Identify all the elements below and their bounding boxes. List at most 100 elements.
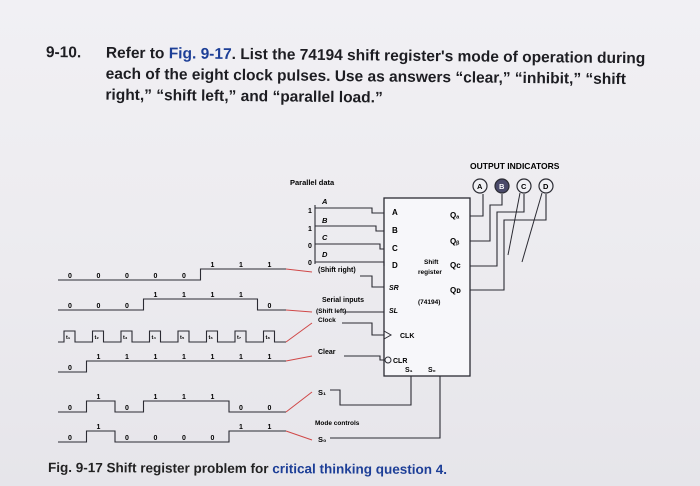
- indicator-c-icon: C: [516, 178, 532, 194]
- pin-b: B: [392, 226, 398, 235]
- clock-arrow: [285, 322, 313, 343]
- sr-bit: 0: [68, 273, 72, 280]
- svg-text:1: 1: [308, 226, 312, 233]
- sl-bit: 0: [268, 303, 272, 310]
- sl-bit: 1: [211, 292, 215, 299]
- clear-bit: 1: [268, 354, 272, 361]
- sr-arrow: [285, 268, 313, 273]
- clock-pulse-label: t₃: [123, 335, 128, 341]
- clear-bit: 0: [68, 365, 72, 372]
- chip-part: (74194): [418, 299, 440, 306]
- out-qa: Qₐ: [450, 211, 459, 220]
- caption-highlight: critical thinking question 4.: [272, 461, 448, 478]
- s1-bit: 1: [211, 394, 215, 401]
- s0-arrow: [285, 430, 313, 441]
- s1-bit: 1: [182, 394, 186, 401]
- s0-trace: [58, 430, 286, 443]
- s0-bit: 0: [125, 435, 129, 442]
- svg-text:B: B: [499, 182, 505, 191]
- mode-controls-label: Mode controls: [315, 420, 360, 427]
- clear-arrow: [285, 355, 313, 362]
- clock-pulse-label: t₆: [209, 335, 214, 341]
- sr-bit: 1: [268, 262, 272, 269]
- clock-pulse-label: t₈: [266, 335, 271, 341]
- s1-bit: 0: [125, 405, 129, 412]
- pin-sl: SL: [389, 308, 398, 315]
- svg-text:D: D: [543, 182, 549, 191]
- sl-bit: 0: [125, 303, 129, 310]
- pin-a: A: [392, 208, 398, 217]
- shift-left-label: (Shift left): [316, 308, 346, 315]
- svg-text:D: D: [322, 250, 328, 259]
- s1-label: S₁: [318, 388, 326, 397]
- out-qd: Qᴅ: [450, 286, 461, 295]
- sl-bit: 1: [239, 292, 243, 299]
- indicator-branch-wires: [507, 192, 543, 263]
- parallel-inputs: A B C D 1 1 0 0: [308, 197, 328, 267]
- s0-bit: 1: [239, 424, 243, 431]
- clear-bit: 1: [239, 354, 243, 361]
- shift-right-label: (Shift right): [318, 267, 356, 274]
- sl-trace: [58, 298, 286, 311]
- clr-bubble: [384, 356, 392, 364]
- clock-pulse-label: t₂: [95, 335, 100, 341]
- pin-s0: S₀: [428, 367, 436, 374]
- output-indicators-label: OUTPUT INDICATORS: [470, 161, 560, 171]
- sr-bit: 0: [182, 273, 186, 280]
- s1-trace: [58, 400, 286, 413]
- clock-label: Clock: [318, 317, 336, 324]
- serial-inputs-label: Serial inputs: [322, 297, 364, 304]
- sr-bit: 0: [154, 273, 158, 280]
- output-wires: [470, 194, 547, 291]
- parallel-wires: [314, 205, 385, 266]
- clear-bit: 1: [97, 354, 101, 361]
- clock-pulse-label: t₅: [180, 335, 185, 341]
- sr-bit: 0: [97, 273, 101, 280]
- parallel-data-label: Parallel data: [290, 178, 335, 187]
- indicator-b-icon: B: [494, 178, 510, 194]
- clk-triangle: [383, 330, 393, 340]
- pin-clr: CLR: [393, 358, 407, 365]
- clear-bit: 1: [182, 354, 186, 361]
- clear-trace: [58, 360, 286, 373]
- s0-bit: 0: [211, 435, 215, 442]
- sl-bit: 0: [97, 303, 101, 310]
- s1-bit: 0: [68, 405, 72, 412]
- clear-bit: 1: [154, 354, 158, 361]
- indicator-d-icon: D: [538, 178, 554, 194]
- s1-bit: 0: [239, 405, 243, 412]
- out-qc: Qᴄ: [450, 261, 461, 270]
- s1-bit: 1: [154, 394, 158, 401]
- s0-bit: 0: [154, 435, 158, 442]
- clock-pulse-label: t₁: [66, 335, 71, 341]
- svg-text:A: A: [321, 197, 327, 206]
- figure-caption: Fig. 9-17 Shift register problem for cri…: [47, 459, 448, 478]
- indicator-a-icon: A: [472, 178, 488, 194]
- sl-bit: 1: [154, 292, 158, 299]
- pin-d: D: [392, 261, 398, 270]
- svg-text:0: 0: [308, 260, 312, 267]
- sl-arrow: [285, 309, 313, 313]
- s0-bit: 0: [182, 435, 186, 442]
- svg-text:0: 0: [308, 243, 312, 250]
- clear-label: Clear: [318, 349, 336, 356]
- svg-text:C: C: [322, 233, 328, 242]
- out-qb: Qᵦ: [450, 237, 459, 246]
- caption-figure-number: Fig. 9-17: [47, 459, 103, 476]
- clock-pulse-label: t₇: [237, 335, 241, 341]
- s0-bit: 0: [68, 435, 72, 442]
- pin-c: C: [392, 244, 398, 253]
- clock-pulse-label: t₄: [152, 335, 157, 341]
- s1-bit: 0: [268, 405, 272, 412]
- s0-label: S₀: [318, 435, 326, 444]
- sr-bit: 1: [239, 262, 243, 269]
- clear-bit: 1: [211, 354, 215, 361]
- s1-arrow: [285, 391, 313, 413]
- s1-bit: 1: [97, 394, 101, 401]
- sl-bit: 1: [182, 292, 186, 299]
- sl-bit: 0: [68, 303, 72, 310]
- chip-title-1: Shift: [424, 259, 439, 266]
